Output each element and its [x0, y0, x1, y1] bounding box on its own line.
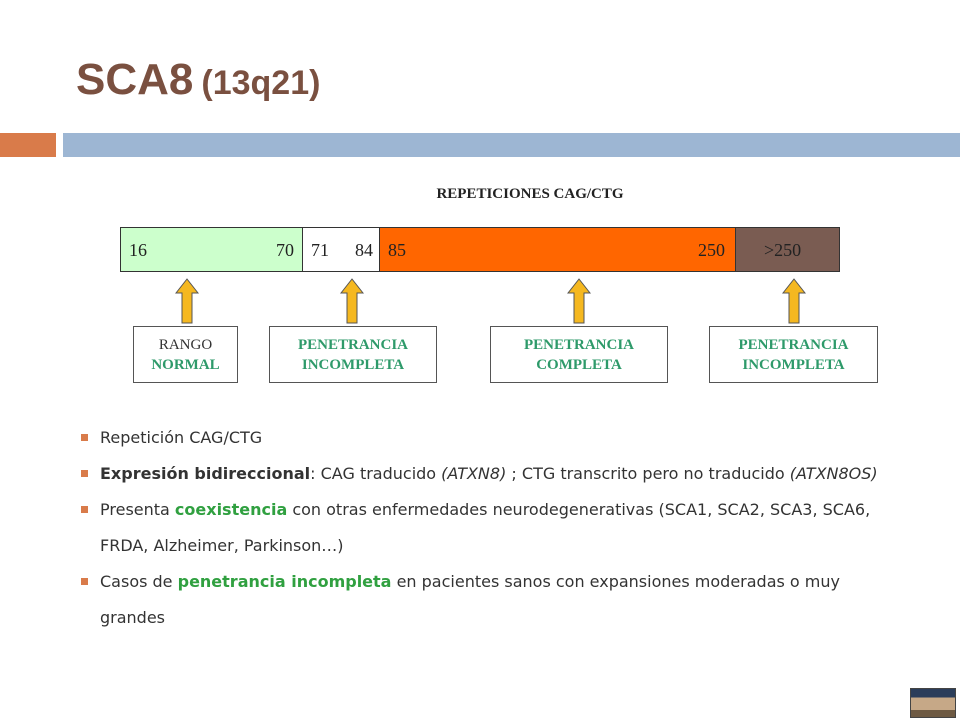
- up-arrow-icon: [567, 278, 591, 324]
- up-arrow-icon: [782, 278, 806, 324]
- bold-term: Expresión bidireccional: [100, 464, 311, 483]
- box-line2: COMPLETA: [536, 356, 622, 373]
- segment-incomplete-range: 71 84: [302, 227, 380, 272]
- segment-start-label: 16: [129, 240, 147, 260]
- bullet-item: Repetición CAG/CTG: [78, 420, 878, 456]
- segment-label: >250: [764, 240, 802, 260]
- highlight-term: coexistencia: [174, 500, 288, 519]
- box-line2: NORMAL: [151, 356, 220, 373]
- building-thumbnail: [910, 688, 956, 718]
- segment-start-label: 71: [311, 240, 329, 260]
- box-line1: PENETRANCIA: [523, 336, 634, 353]
- segment-end-label: 84: [355, 240, 373, 260]
- label-box-normal-range: RANGO NORMAL: [133, 326, 238, 383]
- segment-end-label: 70: [276, 240, 294, 260]
- title-rule-accent: [0, 133, 56, 157]
- box-line1: RANGO: [158, 336, 213, 353]
- segment-large-expansion: >250: [735, 227, 840, 272]
- segment-normal-range: 16 70: [120, 227, 303, 272]
- label-box-incomplete-penetrance-large: PENETRANCIA INCOMPLETA: [709, 326, 878, 383]
- up-arrow-icon: [340, 278, 364, 324]
- gene-name: (ATXN8OS): [789, 464, 878, 483]
- box-line1: PENETRANCIA: [738, 336, 849, 353]
- slide-title: SCA8(13q21): [76, 52, 320, 111]
- title-main: SCA8: [76, 55, 194, 104]
- title-locus: (13q21): [201, 64, 321, 102]
- segment-start-label: 85: [388, 240, 406, 260]
- segment-complete-range: 85 250: [379, 227, 736, 272]
- diagram-heading: REPETICIONES CAG/CTG: [436, 186, 624, 202]
- box-line2: INCOMPLETA: [301, 356, 405, 373]
- bullet-list: Repetición CAG/CTG Expresión bidireccion…: [78, 420, 878, 636]
- bullet-item: Presenta coexistencia con otras enfermed…: [78, 492, 878, 564]
- bullet-item: Expresión bidireccional: CAG traducido (…: [78, 456, 878, 492]
- segment-end-label: 250: [698, 240, 725, 260]
- gene-name: (ATXN8): [441, 464, 507, 483]
- box-line1: PENETRANCIA: [297, 336, 408, 353]
- box-line2: INCOMPLETA: [742, 356, 845, 373]
- title-rule-bar: [63, 133, 960, 157]
- label-box-incomplete-penetrance: PENETRANCIA INCOMPLETA: [269, 326, 437, 383]
- up-arrow-icon: [175, 278, 199, 324]
- bullet-item: Casos de penetrancia incompleta en pacie…: [78, 564, 878, 636]
- label-box-complete-penetrance: PENETRANCIA COMPLETA: [490, 326, 668, 383]
- highlight-term: penetrancia incompleta: [177, 572, 392, 591]
